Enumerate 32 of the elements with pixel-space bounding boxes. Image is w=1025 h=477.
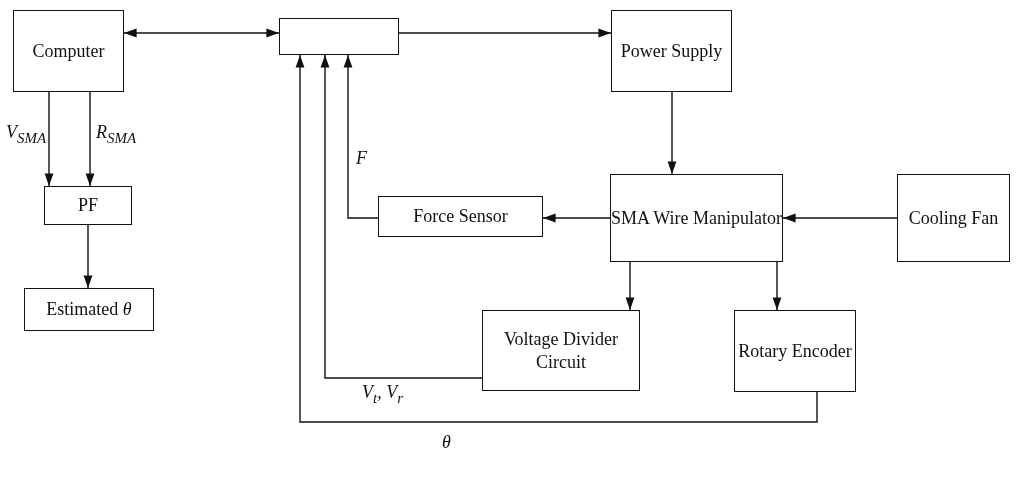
box-label: SMA Wire Manipulator: [611, 206, 782, 230]
arrow: [123, 28, 280, 38]
arrow: [772, 261, 782, 311]
box-label: Cooling Fan: [908, 206, 999, 230]
arrow: [83, 224, 93, 289]
arrow: [320, 54, 483, 379]
process-box: [611, 10, 732, 92]
box-label: Voltage Divider Circuit: [502, 328, 620, 373]
arrow: [85, 91, 95, 187]
process-box: [378, 196, 543, 237]
process-box: [482, 310, 640, 391]
process-box: [24, 288, 154, 331]
box-label: Estimated θ: [46, 298, 132, 321]
box-label: Force Sensor: [413, 205, 508, 228]
process-box: [897, 174, 1010, 262]
process-box: [734, 310, 856, 392]
process-box: [13, 10, 124, 92]
box-label: PF: [78, 194, 98, 217]
arrow: [343, 54, 379, 219]
box-label: Computer: [32, 39, 105, 63]
arrow: [44, 91, 54, 187]
arrow: [295, 54, 818, 423]
empty-box: [279, 18, 399, 55]
process-box: [610, 174, 783, 262]
arrow: [398, 28, 612, 38]
arrow: [625, 261, 635, 311]
arrow: [782, 213, 898, 223]
arrow: [542, 213, 611, 223]
box-label: Rotary Encoder: [738, 339, 852, 363]
arrow: [667, 91, 677, 175]
box-label: Power Supply: [620, 39, 723, 63]
process-box: [44, 186, 132, 225]
